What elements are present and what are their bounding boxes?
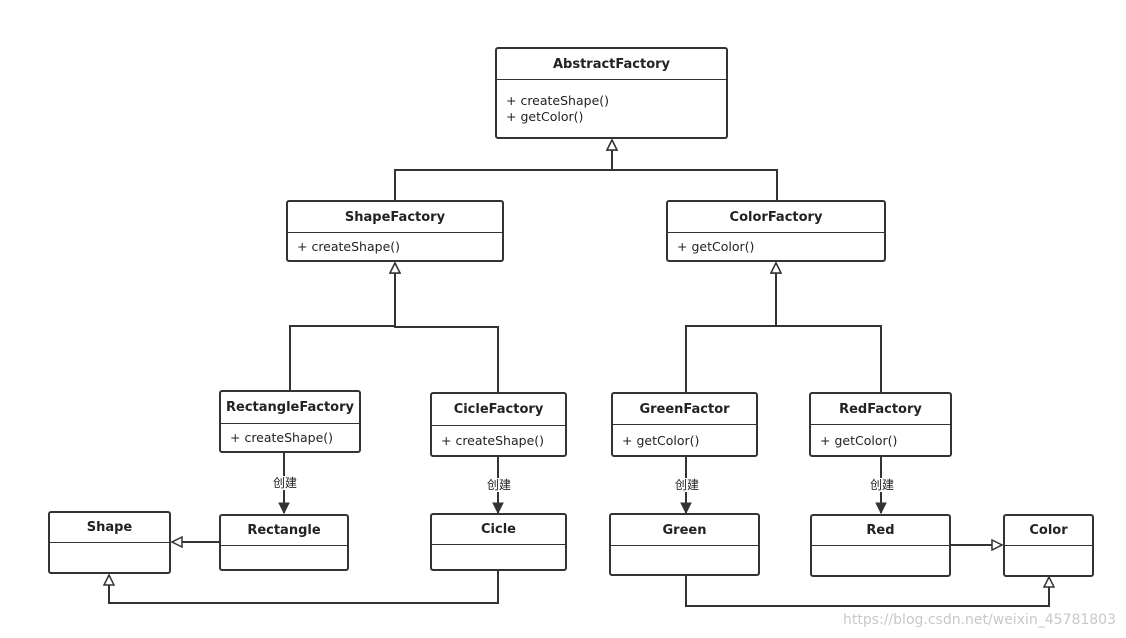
method: + createShape() xyxy=(230,430,334,445)
class-name: Red xyxy=(812,516,949,546)
colorfactory-to-abstractfactory xyxy=(612,140,778,201)
class-greenfactor: GreenFactor + getColor() xyxy=(611,392,758,457)
class-abstractfactory: AbstractFactory + createShape() + getCol… xyxy=(495,47,728,139)
create-label: 创建 xyxy=(869,478,896,492)
create-label: 创建 xyxy=(486,478,513,492)
class-methods: + createShape() + getColor() xyxy=(506,93,722,125)
class-redfactory: RedFactory + getColor() xyxy=(809,392,952,457)
class-methods: + getColor() xyxy=(820,433,946,449)
shapefactory-to-abstractfactory xyxy=(394,140,612,201)
class-rectanglefactory: RectangleFactory + createShape() xyxy=(219,390,361,453)
class-name: Green xyxy=(611,515,758,546)
class-name: Color xyxy=(1005,516,1092,546)
class-name: ColorFactory xyxy=(668,202,884,233)
class-methods: + getColor() xyxy=(677,239,880,255)
class-name: AbstractFactory xyxy=(497,49,726,80)
class-colorfactory: ColorFactory + getColor() xyxy=(666,200,886,262)
method: + getColor() xyxy=(622,433,700,448)
redfactory-to-colorfactory xyxy=(776,263,882,392)
method: + getColor() xyxy=(506,109,584,124)
ciclefactory-to-shapefactory xyxy=(395,263,499,392)
class-methods: + createShape() xyxy=(441,433,561,449)
class-green: Green xyxy=(609,513,760,576)
class-methods: + createShape() xyxy=(297,239,498,255)
green-to-color xyxy=(685,576,1049,607)
class-name: Shape xyxy=(50,513,169,543)
class-color: Color xyxy=(1003,514,1094,577)
class-methods: + createShape() xyxy=(230,430,355,446)
method: + createShape() xyxy=(441,433,545,448)
class-name: RedFactory xyxy=(811,394,950,425)
class-cicle: Cicle xyxy=(430,513,567,571)
class-name: ShapeFactory xyxy=(288,202,502,233)
class-name: Cicle xyxy=(432,515,565,545)
create-label: 创建 xyxy=(272,476,299,490)
class-name: GreenFactor xyxy=(613,394,756,425)
cicle-to-shape xyxy=(109,571,499,604)
method: + createShape() xyxy=(506,93,610,108)
class-ciclefactory: CicleFactory + createShape() xyxy=(430,392,567,457)
rectanglefactory-to-shapefactory xyxy=(289,263,395,390)
class-name: RectangleFactory xyxy=(221,392,359,424)
class-name: Rectangle xyxy=(221,516,347,546)
class-red: Red xyxy=(810,514,951,577)
create-label: 创建 xyxy=(674,478,701,492)
class-shape: Shape xyxy=(48,511,171,574)
class-rectangle: Rectangle xyxy=(219,514,349,571)
method: + createShape() xyxy=(297,239,401,254)
greenfactor-to-colorfactory xyxy=(685,263,776,392)
method: + getColor() xyxy=(820,433,898,448)
class-shapefactory: ShapeFactory + createShape() xyxy=(286,200,504,262)
method: + getColor() xyxy=(677,239,755,254)
class-methods: + getColor() xyxy=(622,433,752,449)
watermark: https://blog.csdn.net/weixin_45781803 xyxy=(842,612,1116,628)
class-name: CicleFactory xyxy=(432,394,565,426)
